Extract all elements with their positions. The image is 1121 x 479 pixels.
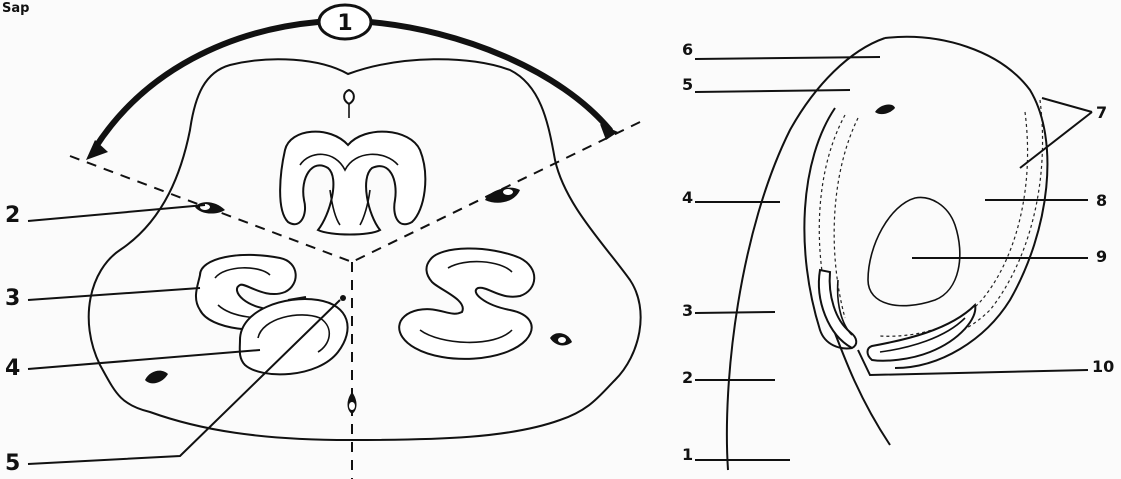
ovule-label-6: 6 bbox=[682, 40, 693, 59]
corner-text: Sap bbox=[2, 1, 29, 16]
top-mark bbox=[875, 105, 895, 115]
ovule-label-8: 8 bbox=[1096, 191, 1107, 210]
arc-arrowhead-left bbox=[86, 140, 108, 160]
vascular-bundle-top bbox=[280, 132, 425, 235]
leader-2 bbox=[28, 205, 205, 221]
ovule-leader-7a bbox=[1042, 98, 1092, 112]
ovule-leader-5 bbox=[695, 90, 850, 92]
top-arc-right bbox=[370, 22, 610, 130]
ovule-label-5: 5 bbox=[682, 75, 693, 94]
ovule-label-1: 1 bbox=[682, 445, 693, 464]
ovule-label-4: 4 bbox=[682, 188, 693, 207]
droplet-top bbox=[344, 90, 354, 104]
ovule-label-2: 2 bbox=[682, 368, 693, 387]
embryo-sac bbox=[868, 197, 960, 305]
droplet-bottom-hole bbox=[349, 402, 355, 410]
leader-4 bbox=[28, 350, 260, 369]
droplet-left bbox=[195, 202, 225, 213]
cross-section-outline bbox=[89, 59, 641, 440]
droplet-lower-right-hole bbox=[558, 337, 566, 343]
integument-dotted-3 bbox=[880, 100, 1043, 346]
ovule-label-10: 10 bbox=[1092, 357, 1114, 376]
stem-cross-section: 1 bbox=[70, 5, 641, 479]
leader-3 bbox=[28, 288, 200, 300]
ovule-leader-3 bbox=[695, 312, 775, 313]
ovule-leader-7b bbox=[1020, 112, 1092, 168]
integument-dotted-4 bbox=[880, 112, 1028, 336]
micropyle-right bbox=[868, 305, 976, 361]
droplet-right bbox=[485, 188, 520, 203]
ovule-label-3: 3 bbox=[682, 301, 693, 320]
droplet-right-hole bbox=[503, 189, 513, 195]
ovule-label-9: 9 bbox=[1096, 247, 1107, 266]
droplet-lower-left bbox=[145, 371, 168, 384]
label-1-text: 1 bbox=[337, 11, 352, 36]
ovule-section bbox=[727, 37, 1048, 470]
ovule-leader-6 bbox=[695, 57, 880, 59]
label-4: 4 bbox=[5, 356, 20, 381]
ovule-left-labels: 6 5 4 3 2 1 bbox=[682, 40, 880, 464]
mark-dot bbox=[340, 295, 346, 301]
label-5: 5 bbox=[5, 451, 20, 476]
ovule-right-labels: 7 8 9 10 bbox=[858, 98, 1114, 376]
label-2: 2 bbox=[5, 203, 20, 228]
ovule-label-7: 7 bbox=[1096, 103, 1107, 122]
top-arc-left bbox=[95, 22, 318, 148]
label-3: 3 bbox=[5, 286, 20, 311]
